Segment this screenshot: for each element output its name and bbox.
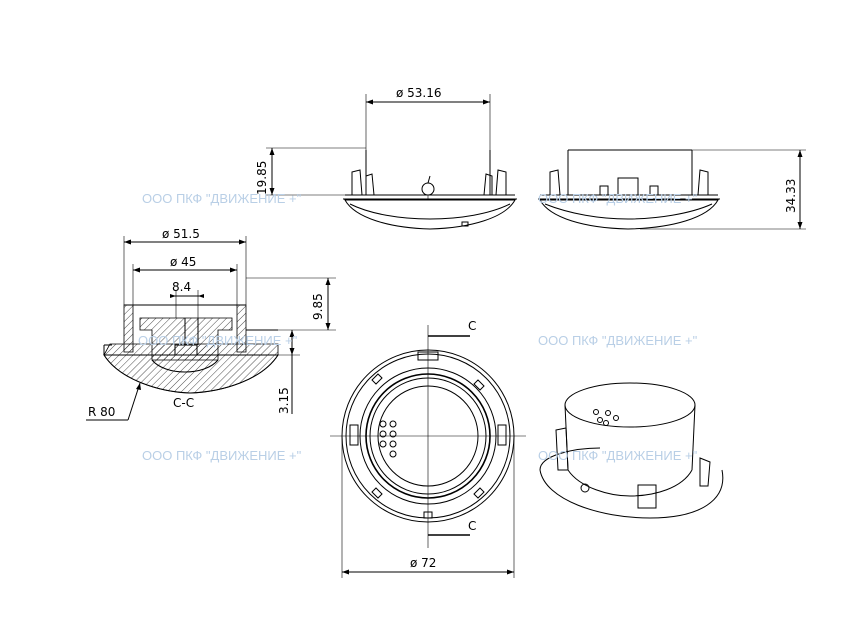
dim-section-d1: ø 51.5 bbox=[162, 227, 200, 241]
watermarks: ООО ПКФ "ДВИЖЕНИЕ +" ООО ПКФ "ДВИЖЕНИЕ +… bbox=[138, 191, 698, 463]
side-view-2: 34.33 bbox=[538, 149, 806, 230]
sensor-holes bbox=[379, 420, 397, 458]
dim-height-total: 34.33 bbox=[784, 179, 798, 213]
dim-section-h1: 9.85 bbox=[311, 293, 325, 320]
watermark-1: ООО ПКФ "ДВИЖЕНИЕ +" bbox=[142, 191, 302, 206]
dim-bottom-diameter: ø 72 bbox=[410, 556, 436, 570]
watermark-4: ООО ПКФ "ДВИЖЕНИЕ +" bbox=[538, 333, 698, 348]
dim-height-small: 19.85 bbox=[255, 161, 269, 195]
cut-mark-bottom: C bbox=[468, 519, 476, 533]
dim-top-diameter: ø 53.16 bbox=[396, 86, 442, 100]
section-label: C-C bbox=[173, 396, 194, 410]
watermark-6: ООО ПКФ "ДВИЖЕНИЕ +" bbox=[538, 448, 698, 463]
dim-radius: R 80 bbox=[88, 405, 115, 419]
cut-mark-top: C bbox=[468, 319, 476, 333]
watermark-2: ООО ПКФ "ДВИЖЕНИЕ +" bbox=[538, 191, 698, 206]
dim-section-h2: 3.15 bbox=[277, 387, 291, 414]
dim-section-w: 8.4 bbox=[172, 280, 191, 294]
isometric-view bbox=[539, 382, 724, 519]
watermark-3: ООО ПКФ "ДВИЖЕНИЕ +" bbox=[138, 333, 298, 348]
iso-sensor-holes bbox=[593, 409, 619, 426]
dim-section-d2: ø 45 bbox=[170, 255, 196, 269]
section-view: ø 51.5 ø 45 8.4 9.85 3.15 R 80 C-C bbox=[86, 227, 336, 421]
plan-view: C C ø 72 bbox=[330, 319, 526, 578]
watermark-5: ООО ПКФ "ДВИЖЕНИЕ +" bbox=[142, 448, 302, 463]
side-view: ø 53.16 19.85 bbox=[255, 86, 517, 230]
